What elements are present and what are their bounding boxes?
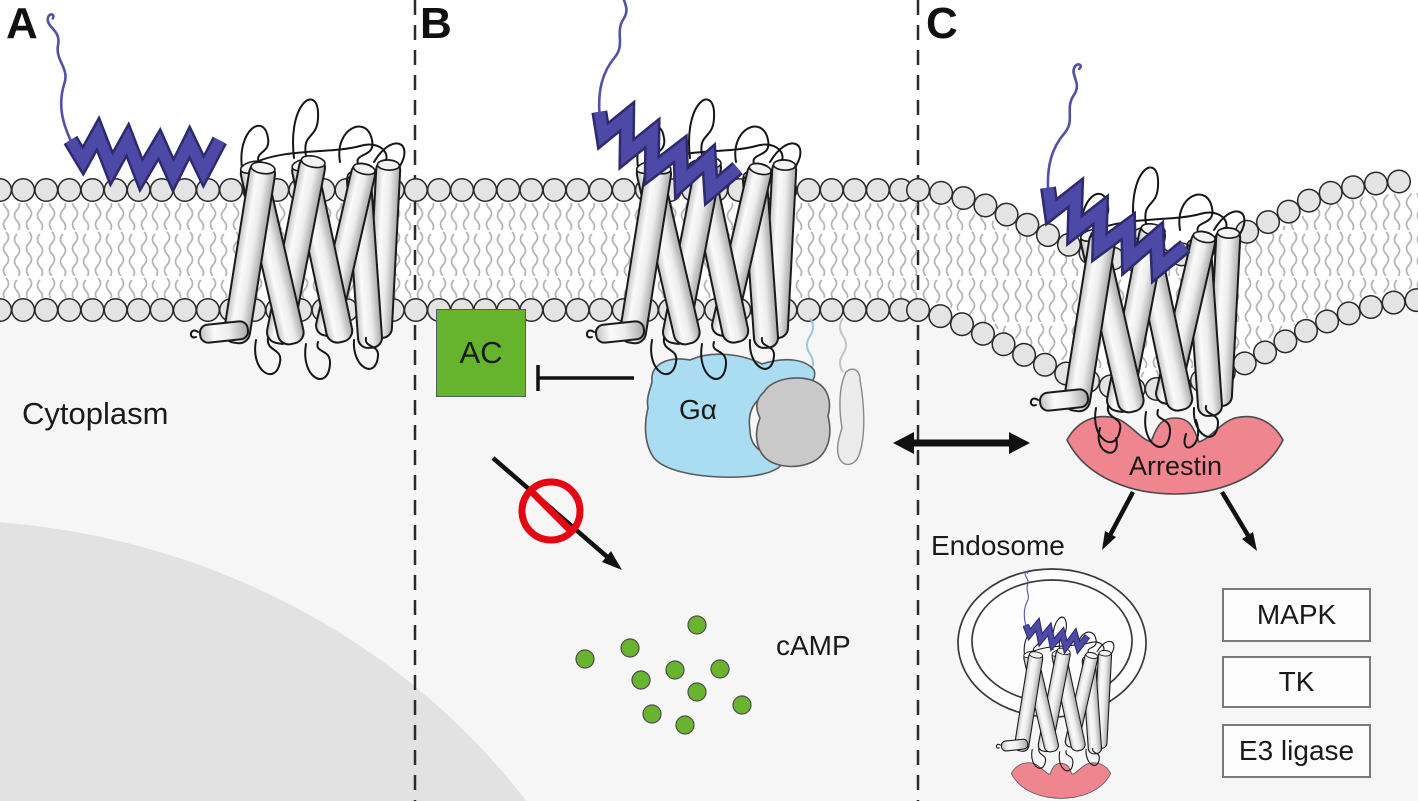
g-beta-subunit	[755, 377, 831, 468]
inhibition-tbar	[536, 365, 634, 391]
tk-label: TK	[1278, 666, 1315, 697]
g-alpha-membrane-anchor	[806, 317, 814, 373]
panel-c-label: C	[926, 0, 958, 48]
g-gamma-subunit	[836, 368, 865, 466]
mapk-label: MAPK	[1256, 599, 1337, 630]
endosome-vesicle	[957, 568, 1147, 799]
equilibrium-arrow	[893, 432, 1030, 454]
nucleus-shape	[0, 522, 527, 801]
mapk-box: MAPK	[1222, 588, 1371, 642]
camp-molecules	[575, 615, 752, 735]
arrestin-label: Arrestin	[1128, 451, 1223, 481]
prohibition-icon	[518, 478, 584, 544]
adenylyl-cyclase-box: AC	[436, 309, 526, 397]
cytoplasm-label: Cytoplasm	[22, 396, 169, 431]
arrow-to-endosome	[1102, 490, 1135, 550]
g-alpha-label: Gα	[679, 394, 717, 425]
e3-ligase-box: E3 ligase	[1222, 724, 1371, 778]
ac-label: AC	[459, 335, 503, 370]
panel-a-label: A	[6, 0, 38, 48]
g-gamma-membrane-anchor	[839, 317, 847, 373]
panel-b-label: B	[420, 0, 452, 48]
arrow-to-effectors	[1220, 490, 1257, 551]
camp-label: cAMP	[776, 630, 851, 661]
e3-ligase-label: E3 ligase	[1238, 735, 1355, 766]
tk-box: TK	[1222, 656, 1371, 708]
endosome-label: Endosome	[931, 530, 1065, 561]
g-protein-complex	[644, 317, 865, 479]
peptide-ligand-panel-a	[38, 12, 227, 180]
receptor-c-tail-loop	[1097, 427, 1118, 454]
receptor-c-tail-loop2	[1183, 419, 1200, 449]
